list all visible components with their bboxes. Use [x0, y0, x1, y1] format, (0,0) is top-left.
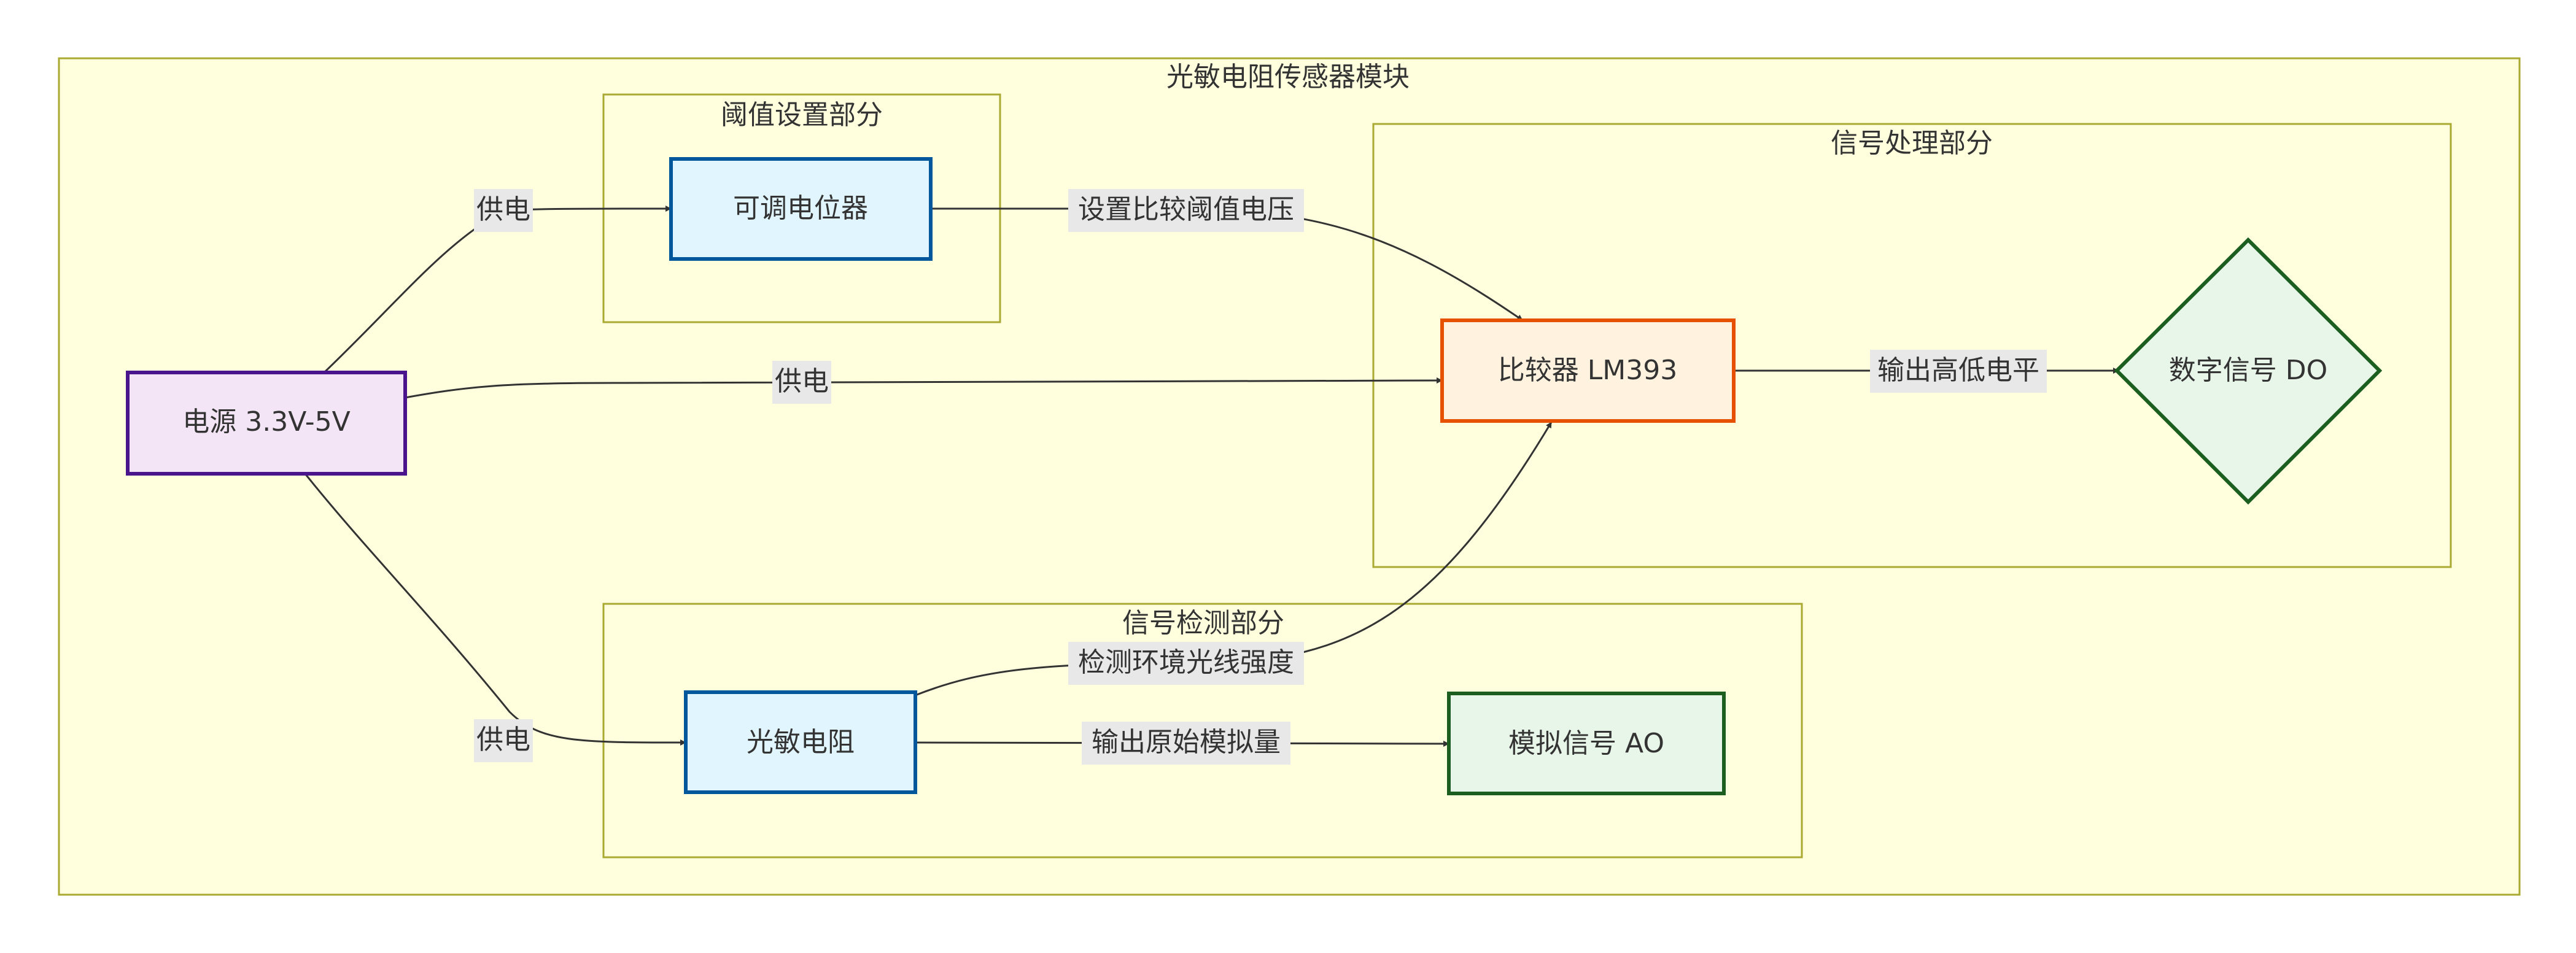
- node-potentiometer-label: 可调电位器: [733, 193, 868, 224]
- svg-text:供电: 供电: [775, 366, 829, 397]
- node-photoresistor-label: 光敏电阻: [747, 727, 855, 758]
- edge-power-to-comparator: [405, 377, 1443, 399]
- node-analog-output-label: 模拟信号 AO: [1508, 728, 1664, 759]
- edge-label-power-to-photoresistor: 供电: [474, 719, 533, 762]
- module-title: 光敏电阻传感器模块: [1166, 61, 1410, 93]
- edge-label-photoresistor-to-ao: 输出原始模拟量: [1082, 722, 1290, 765]
- node-power-label: 电源 3.3V-5V: [182, 406, 350, 438]
- edge-label-power-to-comparator: 供电: [772, 361, 831, 404]
- node-digital-output-label: 数字信号 DO: [2169, 355, 2328, 386]
- edge-labels: 供电 供电 供电 设置比较阈值电压 输出高低电平 检测环境光线强度 输出原始模拟…: [474, 189, 2047, 765]
- svg-text:设置比较阈值电压: 设置比较阈值电压: [1078, 194, 1294, 225]
- node-digital-output[interactable]: 数字信号 DO: [2114, 237, 2383, 505]
- edge-power-to-photoresistor: [304, 473, 686, 746]
- node-potentiometer[interactable]: 可调电位器: [669, 157, 933, 261]
- svg-text:供电: 供电: [476, 194, 530, 225]
- processing-group-title: 信号处理部分: [1831, 128, 1993, 159]
- node-comparator-label: 比较器 LM393: [1498, 355, 1677, 386]
- node-photoresistor[interactable]: 光敏电阻: [684, 690, 917, 794]
- svg-text:输出原始模拟量: 输出原始模拟量: [1092, 727, 1281, 758]
- node-comparator[interactable]: 比较器 LM393: [1440, 318, 1736, 423]
- edge-label-pot-to-comparator: 设置比较阈值电压: [1068, 189, 1304, 232]
- svg-text:检测环境光线强度: 检测环境光线强度: [1078, 647, 1294, 678]
- edge-label-power-to-pot: 供电: [474, 189, 533, 232]
- detection-group-title: 信号检测部分: [1122, 608, 1284, 639]
- node-power[interactable]: 电源 3.3V-5V: [126, 371, 407, 476]
- edge-label-comparator-to-do: 输出高低电平: [1870, 350, 2047, 393]
- node-analog-output[interactable]: 模拟信号 AO: [1447, 692, 1726, 795]
- edge-label-photoresistor-to-comparator: 检测环境光线强度: [1068, 642, 1304, 685]
- svg-text:供电: 供电: [476, 724, 530, 755]
- svg-text:输出高低电平: 输出高低电平: [1877, 355, 2039, 386]
- threshold-group-title: 阈值设置部分: [721, 99, 883, 131]
